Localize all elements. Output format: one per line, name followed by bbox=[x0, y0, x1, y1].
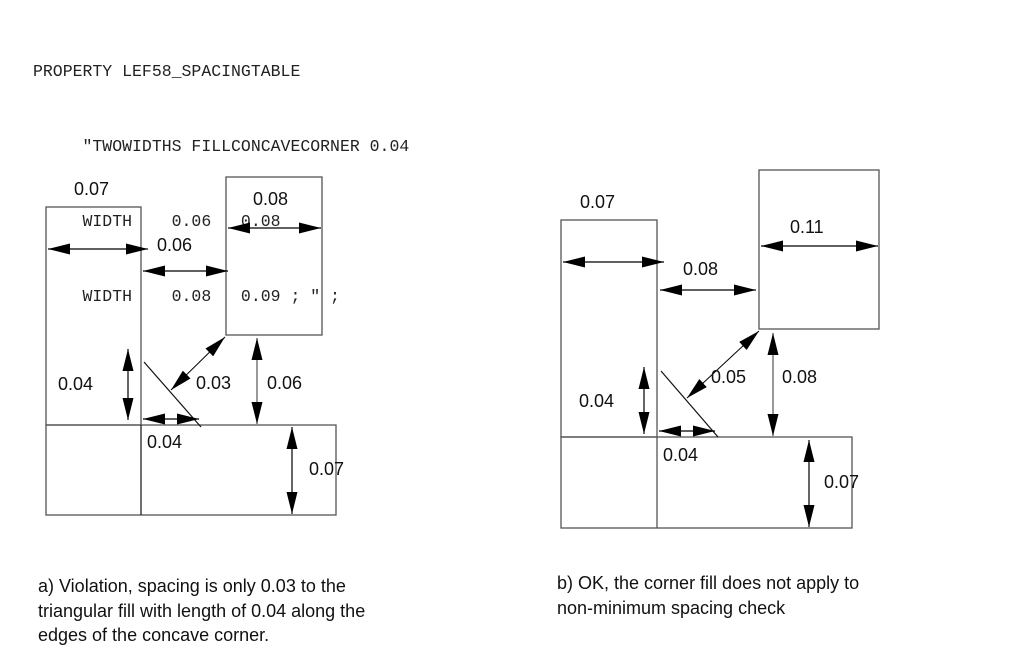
corner-fill-diagonal bbox=[660, 370, 719, 438]
label-right-width: 0.11 bbox=[790, 217, 824, 237]
code-line: WIDTH 0.08 0.09 ; " ; bbox=[33, 287, 340, 306]
corner-fill-diagonal bbox=[143, 361, 202, 428]
label-fill-length: 0.04 bbox=[147, 432, 182, 452]
label-bottom-height: 0.07 bbox=[824, 472, 859, 492]
bottom-wire bbox=[560, 436, 853, 529]
lef-property-code: PROPERTY LEF58_SPACINGTABLE "TWOWIDTHS F… bbox=[33, 9, 409, 334]
diagram-a-dimensions bbox=[48, 222, 321, 514]
diagram-b-dimensions bbox=[563, 240, 878, 527]
label-bottom-height: 0.07 bbox=[309, 459, 344, 479]
caption-b: b) OK, the corner fill does not apply to… bbox=[557, 573, 860, 618]
dim-diag-spacing bbox=[170, 336, 226, 391]
label-left-width: 0.07 bbox=[580, 192, 615, 212]
right-wire bbox=[225, 176, 323, 336]
label-diag-spacing: 0.05 bbox=[711, 367, 746, 387]
caption-a: a) Violation, spacing is only 0.03 to th… bbox=[38, 576, 366, 645]
diagram-b-labels: 0.07 0.08 0.11 0.04 0.05 0.08 0.04 0.07 bbox=[579, 192, 859, 492]
diagram-a-labels: 0.07 0.06 0.08 0.04 0.03 0.06 0.04 0.07 bbox=[58, 179, 344, 479]
right-wire bbox=[758, 169, 880, 330]
label-vert-spacing: 0.06 bbox=[267, 373, 302, 393]
bottom-wire bbox=[45, 424, 337, 516]
label-fill-length: 0.04 bbox=[663, 445, 698, 465]
label-left-spacing: 0.06 bbox=[157, 235, 192, 255]
label-left-spacing: 0.08 bbox=[683, 259, 718, 279]
label-diag-spacing: 0.03 bbox=[196, 373, 231, 393]
label-left-width: 0.07 bbox=[74, 179, 109, 199]
label-fill-height: 0.04 bbox=[58, 374, 93, 394]
label-right-width: 0.08 bbox=[253, 189, 288, 209]
dim-diag-spacing bbox=[686, 330, 760, 399]
diagram-a bbox=[45, 176, 337, 516]
label-fill-height: 0.04 bbox=[579, 391, 614, 411]
code-line: "TWOWIDTHS FILLCONCAVECORNER 0.04 bbox=[33, 137, 410, 156]
code-line: PROPERTY LEF58_SPACINGTABLE bbox=[33, 62, 301, 81]
label-vert-spacing: 0.08 bbox=[782, 367, 817, 387]
